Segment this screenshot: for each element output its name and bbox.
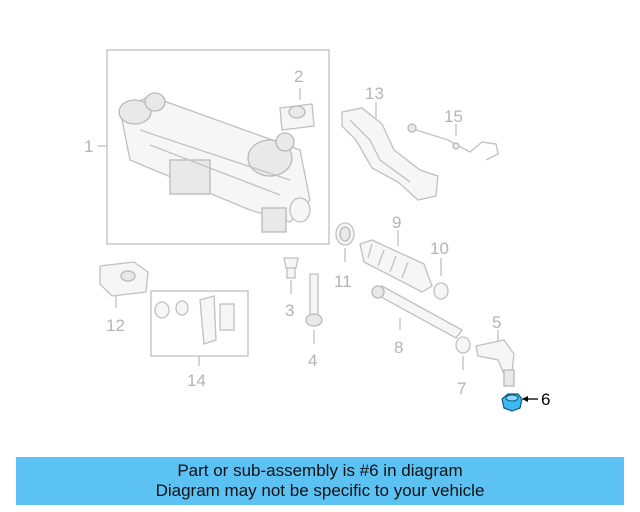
steering-gear-box [106, 49, 330, 245]
bracket-icon [99, 261, 149, 297]
small-clamp-icon [433, 282, 449, 300]
callout-12[interactable]: 12 [106, 316, 125, 335]
callout-14[interactable]: 14 [187, 371, 206, 390]
callout-15[interactable]: 15 [444, 107, 463, 126]
callout-13[interactable]: 13 [365, 84, 384, 103]
callout-1[interactable]: 1 [84, 137, 93, 156]
clamp-icon [335, 222, 355, 246]
tie-rod-icon [370, 285, 463, 339]
callout-11[interactable]: 11 [334, 272, 352, 291]
callout-9[interactable]: 9 [392, 213, 401, 232]
long-bolt-icon [305, 273, 323, 327]
mount-icon [279, 103, 315, 131]
callout-2[interactable]: 2 [294, 67, 303, 86]
callout-6[interactable]: 6 [541, 390, 550, 409]
callout-7[interactable]: 7 [457, 379, 466, 398]
callout-5[interactable]: 5 [492, 313, 501, 332]
tie-rod-end-icon [475, 339, 515, 387]
seal-kit-icon [154, 295, 235, 345]
info-banner: Part or sub-assembly is #6 in diagram Di… [16, 457, 624, 505]
steering-gear-assembly-icon [118, 92, 311, 233]
boot-icon [359, 239, 433, 293]
callout-4[interactable]: 4 [308, 351, 317, 370]
callout-8[interactable]: 8 [394, 338, 403, 357]
jam-nut-icon [455, 336, 471, 354]
banner-line-part: Part or sub-assembly is #6 in diagram [177, 461, 463, 480]
banner-line-disclaimer: Diagram may not be specific to your vehi… [155, 481, 485, 500]
hose-icon [407, 123, 499, 161]
bolt-icon [283, 257, 299, 279]
cover-icon [341, 107, 439, 201]
callout-10[interactable]: 10 [430, 239, 449, 258]
highlighted-nut-icon[interactable] [501, 393, 523, 412]
callout-3[interactable]: 3 [285, 301, 294, 320]
